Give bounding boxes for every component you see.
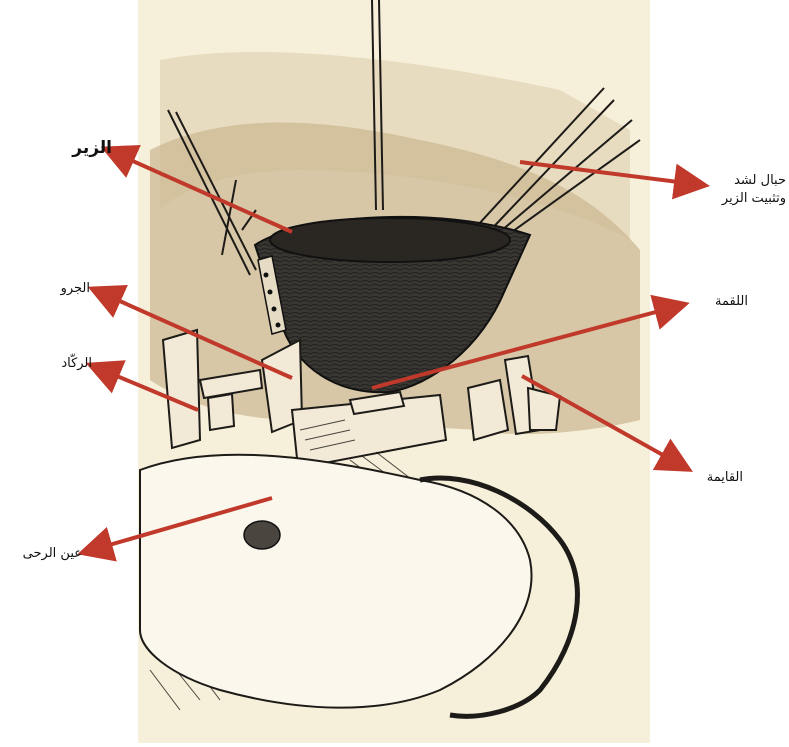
label-luqma: اللقمة (688, 294, 748, 310)
millstone-eye (244, 521, 280, 549)
label-qayima: القايمة (683, 470, 743, 486)
label-ropes-line2: وتثبيت الزير (694, 190, 786, 208)
label-ropes-line1: حبال لشد (694, 172, 786, 190)
label-ropes: حبال لشد وتثبيت الزير (694, 172, 786, 208)
label-rakkad: الركّاد (36, 356, 92, 372)
label-jaru: الجرو (40, 281, 90, 297)
label-ayn-rahaa: عين الرحى (6, 546, 82, 562)
label-zir: الزير (52, 140, 112, 156)
